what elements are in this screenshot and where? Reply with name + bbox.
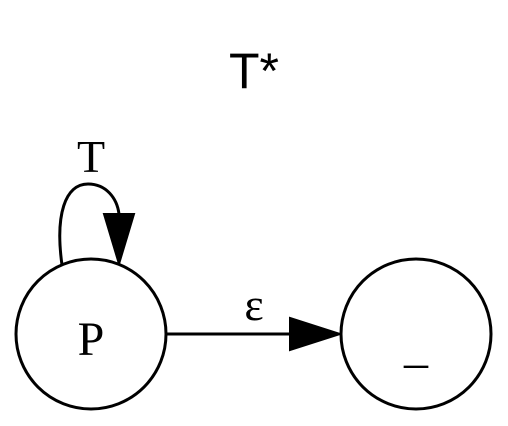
state-q: _ <box>339 257 493 411</box>
epsilon-arrowhead <box>289 316 344 352</box>
state-q-label: _ <box>403 320 429 373</box>
self-loop-edge <box>58 182 121 266</box>
transition-p-to-p: T <box>58 131 136 268</box>
transition-p-to-q: ε <box>166 279 344 352</box>
state-q-circle <box>339 257 493 411</box>
self-loop-arrowhead <box>102 213 136 268</box>
diagram-title: T* <box>229 43 279 99</box>
state-p: P <box>14 257 168 411</box>
self-loop-label: T <box>77 131 105 182</box>
epsilon-label: ε <box>244 279 263 330</box>
state-p-circle <box>14 257 168 411</box>
state-p-label: P <box>78 313 105 366</box>
